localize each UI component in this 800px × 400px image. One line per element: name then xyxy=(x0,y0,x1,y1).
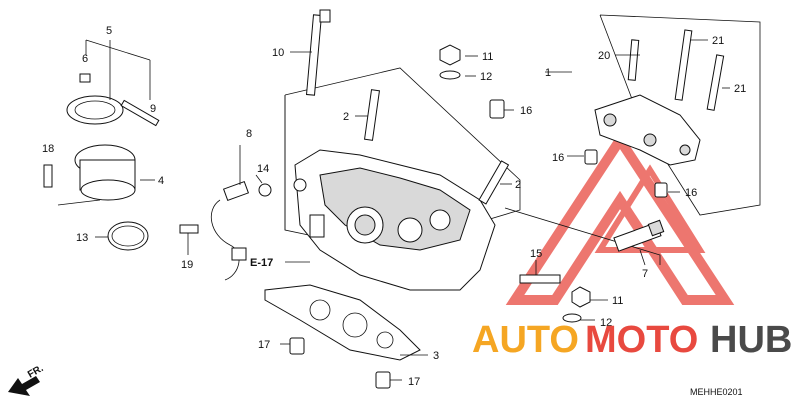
sleeve-right xyxy=(654,182,668,198)
callout-16a: 16 xyxy=(520,105,532,117)
callout-8: 8 xyxy=(246,128,252,140)
callout-11b: 11 xyxy=(612,295,623,307)
cylinder-head xyxy=(293,149,496,291)
callout-17a: 17 xyxy=(258,339,270,351)
temperature-sensor xyxy=(211,180,250,281)
callout-12b: 12 xyxy=(600,317,612,329)
leader-lines xyxy=(57,39,730,381)
front-direction-arrow: FR. xyxy=(8,363,46,396)
callout-7: 7 xyxy=(642,268,648,280)
callout-6: 6 xyxy=(82,53,88,65)
washer-top xyxy=(439,70,461,80)
callout-labels: 1 2 2 3 4 5 6 7 8 9 10 11 11 12 12 13 14… xyxy=(42,25,746,388)
washer-bottom xyxy=(562,313,582,323)
callout-4: 4 xyxy=(158,175,164,187)
bolt-21a xyxy=(674,29,693,101)
callout-11a: 11 xyxy=(482,51,493,63)
clip-6 xyxy=(79,73,91,83)
intake-insulator xyxy=(74,144,136,201)
sleeve-left xyxy=(584,149,598,165)
hose-clamp xyxy=(66,95,124,125)
callout-15: 15 xyxy=(530,248,542,260)
dowel-pin-top xyxy=(289,337,305,355)
clamp-screw xyxy=(120,99,160,127)
stud-15 xyxy=(519,274,561,284)
bolt-19 xyxy=(179,224,199,234)
nut-bottom xyxy=(571,286,591,308)
callout-10: 10 xyxy=(272,47,284,59)
dowel-pin-bottom xyxy=(375,371,391,389)
callout-16b: 16 xyxy=(552,152,564,164)
callout-20: 20 xyxy=(598,50,610,62)
callout-21b: 21 xyxy=(734,83,746,95)
bolt-20 xyxy=(627,39,640,81)
head-gasket xyxy=(264,284,421,361)
watermark-logo-graphic xyxy=(505,130,735,305)
callout-2b: 2 xyxy=(515,179,521,191)
sleeve-top xyxy=(489,99,505,119)
callout-12a: 12 xyxy=(480,71,492,83)
watermark-part-1: AUTO xyxy=(472,319,579,361)
callout-14: 14 xyxy=(257,163,269,175)
callout-17b: 17 xyxy=(408,376,420,388)
stud-bolt-b xyxy=(478,160,510,205)
long-bolt xyxy=(305,14,323,96)
watermark-text: AUTO MOTO HUB xyxy=(472,319,792,361)
diagram-code: MEHHE0201 xyxy=(690,387,743,397)
bolt-18 xyxy=(43,164,53,188)
watermark-part-3: HUB xyxy=(710,319,792,361)
stud-bolt-a xyxy=(363,89,381,141)
callout-9: 9 xyxy=(150,103,156,115)
reference-label: E-17 xyxy=(250,257,273,269)
direction-label: FR. xyxy=(26,363,46,381)
callout-18: 18 xyxy=(42,143,54,155)
callout-3: 3 xyxy=(433,350,439,362)
callout-2a: 2 xyxy=(343,111,349,123)
bolt-21b xyxy=(706,54,725,111)
callout-1: 1 xyxy=(545,67,551,79)
callout-21a: 21 xyxy=(712,35,724,47)
callout-19: 19 xyxy=(181,259,193,271)
spark-plug xyxy=(613,219,665,252)
o-ring xyxy=(107,221,149,251)
callout-16c: 16 xyxy=(685,187,697,199)
callout-13: 13 xyxy=(76,232,88,244)
camshaft-holder xyxy=(594,94,701,166)
washer-14 xyxy=(258,183,272,197)
long-bolt-head xyxy=(319,9,331,23)
nut-top xyxy=(439,44,461,66)
callout-5: 5 xyxy=(106,25,112,37)
watermark-part-2: MOTO xyxy=(585,319,698,361)
